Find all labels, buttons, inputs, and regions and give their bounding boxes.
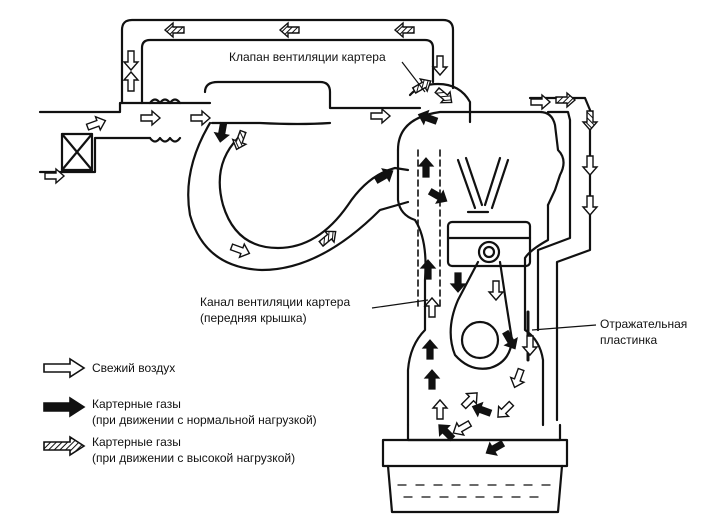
intake-pipe-top [38, 101, 212, 114]
breather-hose-inner [140, 38, 435, 105]
baffle-label-line1: Отражательная [600, 317, 687, 331]
channel-label-line1: Канал вентиляции картера [200, 295, 350, 309]
legend-item-fresh: Свежий воздух [43, 357, 175, 379]
exhaust-valve [483, 156, 510, 210]
oil-pan [386, 464, 564, 514]
legend-high-line2: (при движении с высокой нагрузкой) [92, 451, 295, 465]
fresh-air-arrows [44, 50, 598, 440]
normal-load-arrows [212, 107, 522, 460]
baffle-leader [531, 324, 597, 331]
legend-normal-line1: Картерные газы [92, 397, 181, 411]
cylinder-head [396, 110, 565, 207]
return-channel [528, 96, 592, 422]
legend-item-high: Картерные газы (при движении с высокой н… [43, 435, 295, 465]
channel-label-line2: (передняя крышка) [200, 311, 307, 325]
connecting-rod [449, 260, 514, 370]
bellows [148, 98, 182, 143]
ventilation-channel [417, 149, 441, 311]
intake-pipe-bottom [38, 136, 152, 174]
intake-chamber [203, 80, 422, 126]
oil-pan-flange [381, 438, 569, 468]
legend-hollow-arrow-icon [43, 357, 86, 379]
crank-journal [460, 320, 500, 360]
pcv-valve-label: Клапан вентиляции картера [229, 50, 386, 64]
engine-block-right [523, 203, 550, 427]
oil-level [397, 484, 553, 498]
legend-solid-arrow-icon [43, 396, 86, 418]
channel-leader [371, 299, 429, 309]
legend: Свежий воздух Картерные газы (при движен… [43, 357, 317, 465]
crankcase [406, 423, 562, 442]
piston [446, 220, 532, 268]
piston-pin [477, 240, 501, 264]
engine-block-left [396, 148, 427, 427]
legend-item-normal: Картерные газы (при движении с нормально… [43, 396, 317, 427]
intake-valve [456, 156, 490, 214]
baffle-label-line2: пластинка [600, 333, 658, 347]
return-channel-inner [536, 110, 572, 332]
pcv-valve-leader [401, 61, 426, 93]
legend-normal-line2: (при движении с нормальной нагрузкой) [92, 413, 317, 427]
breather-hose-outer [120, 18, 455, 105]
air-filter [60, 132, 94, 172]
intake-duct-loop [187, 121, 410, 272]
legend-fresh-line1: Свежий воздух [92, 361, 175, 375]
intake-duct-inner [218, 136, 410, 250]
legend-hatched-arrow-icon [43, 435, 86, 457]
legend-high-line1: Картерные газы [92, 435, 181, 449]
